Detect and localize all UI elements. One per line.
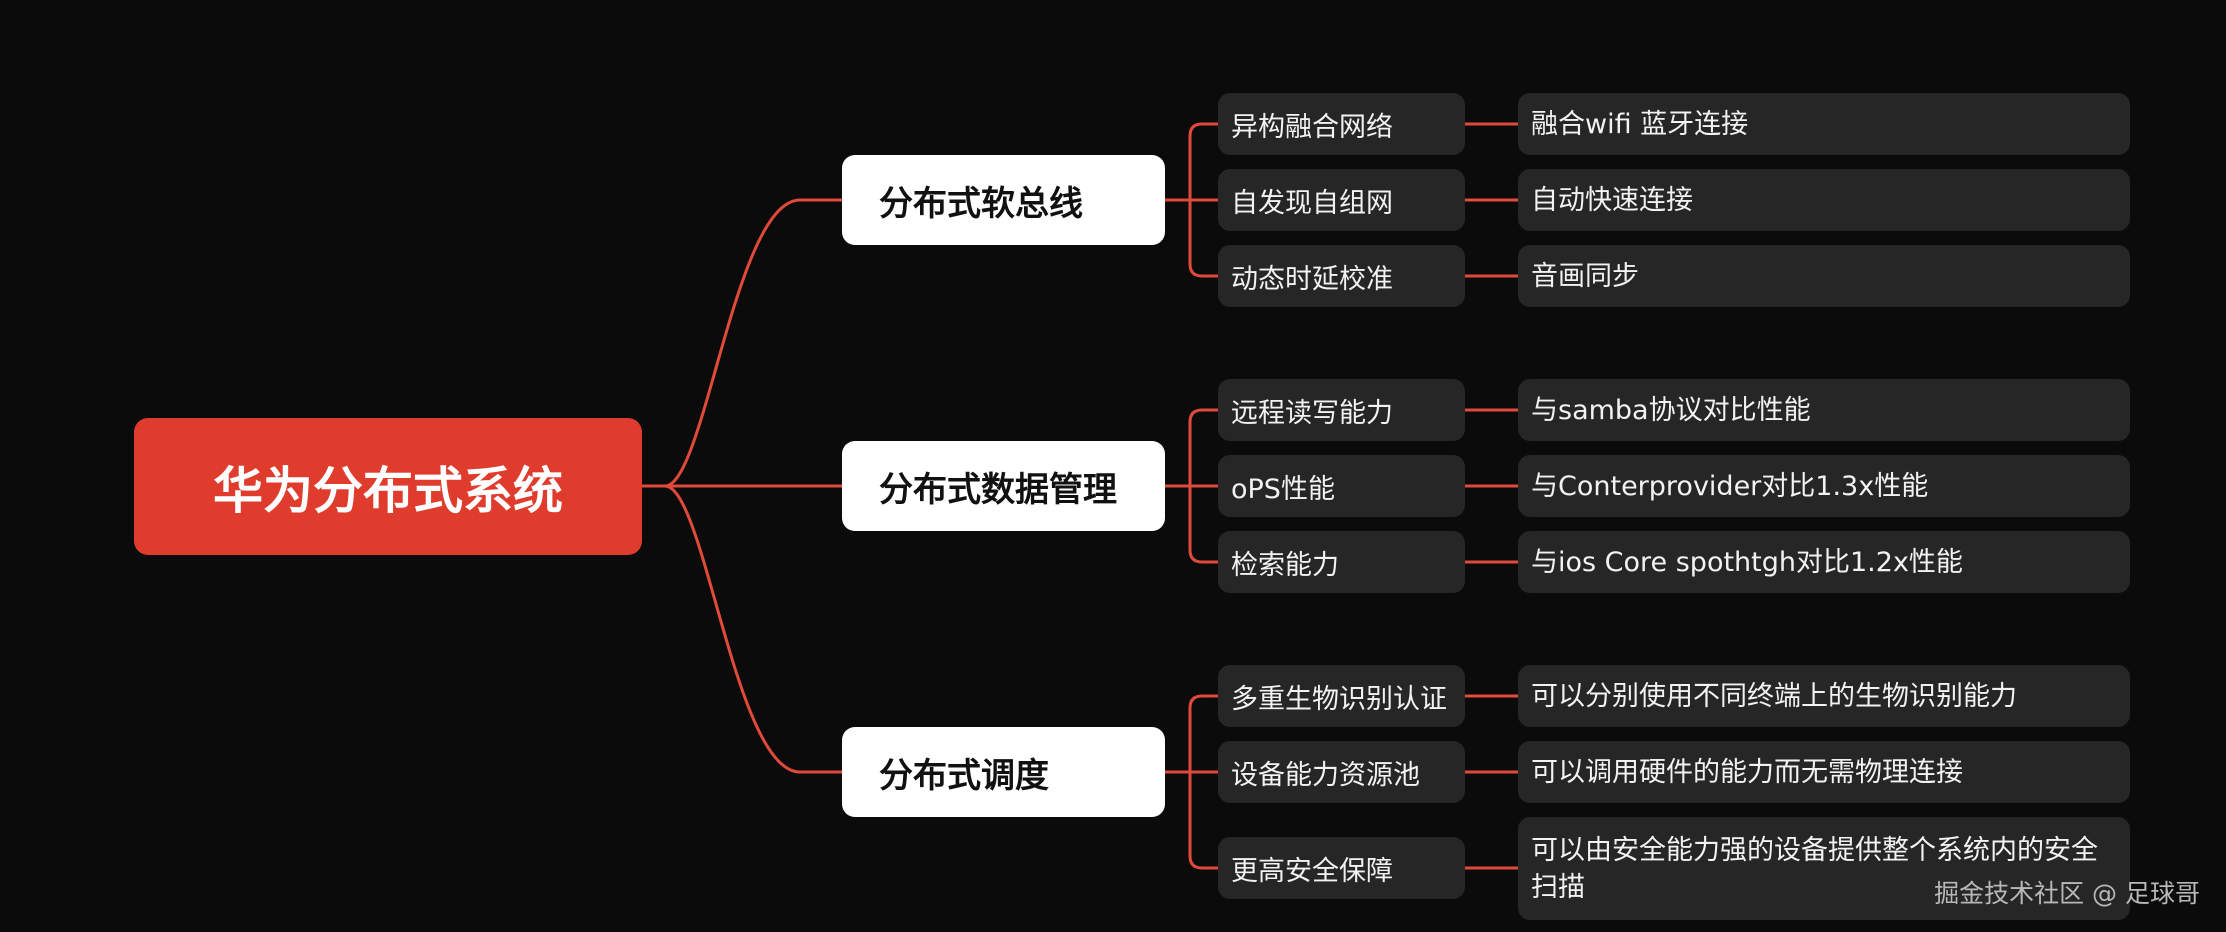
detail-label: 与samba协议对比性能 [1531,394,1811,426]
watermark-text: 掘金技术社区 @ 足球哥 [1934,879,2200,908]
leaf-node[interactable]: 自发现自组网 [1218,169,1465,231]
detail-label: 与Conterprovider对比1.3x性能 [1531,470,1929,502]
detail-label: 融合wifi 蓝牙连接 [1531,108,1749,140]
detail-node[interactable]: 与Conterprovider对比1.3x性能 [1518,455,2130,517]
leaf-node[interactable]: 设备能力资源池 [1218,741,1465,803]
detail-node[interactable]: 与ios Core spothtgh对比1.2x性能 [1518,531,2130,593]
connector-branch2-spine [1163,408,1220,564]
detail-label: 可以调用硬件的能力而无需物理连接 [1531,756,1963,788]
branch-node-data-management[interactable]: 分布式数据管理 [842,441,1165,531]
leaf-node[interactable]: 动态时延校准 [1218,245,1465,307]
leaf-label: 异构融合网络 [1231,111,1393,143]
root-label: 华为分布式系统 [213,461,563,520]
branch-label: 分布式数据管理 [879,469,1117,510]
leaf-node[interactable]: 异构融合网络 [1218,93,1465,155]
leaf-label: 远程读写能力 [1231,397,1393,429]
connector-root-branch-3 [640,484,844,774]
detail-node[interactable]: 可以由安全能力强的设备提供整个系统内的安全扫描 [1518,817,2130,920]
detail-node[interactable]: 自动快速连接 [1518,169,2130,231]
branch-label: 分布式调度 [879,755,1049,796]
leaf-node[interactable]: 远程读写能力 [1218,379,1465,441]
detail-label: 音画同步 [1531,260,1639,292]
detail-label: 与ios Core spothtgh对比1.2x性能 [1531,546,1963,578]
branch-node-scheduling[interactable]: 分布式调度 [842,727,1165,817]
connector-branch3-spine [1163,694,1220,870]
detail-node[interactable]: 音画同步 [1518,245,2130,307]
connector-root-branch-1 [640,198,844,488]
leaf-node[interactable]: oPS性能 [1218,455,1465,517]
detail-node[interactable]: 可以调用硬件的能力而无需物理连接 [1518,741,2130,803]
detail-node[interactable]: 融合wifi 蓝牙连接 [1518,93,2130,155]
leaf-label: 设备能力资源池 [1231,759,1420,791]
detail-label: 可以由安全能力强的设备提供整个系统内的安全扫描 [1531,834,2098,903]
root-node[interactable]: 华为分布式系统 [134,418,642,555]
connector-branch1-spine [1163,122,1220,278]
branch-node-soft-bus[interactable]: 分布式软总线 [842,155,1165,245]
leaf-label: 自发现自组网 [1231,187,1393,219]
detail-label: 可以分别使用不同终端上的生物识别能力 [1531,680,2017,712]
leaf-label: 检索能力 [1231,549,1339,581]
leaf-node[interactable]: 检索能力 [1218,531,1465,593]
leaf-label: oPS性能 [1231,473,1335,505]
detail-node[interactable]: 与samba协议对比性能 [1518,379,2130,441]
leaf-label: 更高安全保障 [1231,855,1393,887]
leaf-label: 动态时延校准 [1231,263,1393,295]
detail-label: 自动快速连接 [1531,184,1693,216]
branch-label: 分布式软总线 [879,183,1083,224]
detail-node[interactable]: 可以分别使用不同终端上的生物识别能力 [1518,665,2130,727]
leaf-node[interactable]: 更高安全保障 [1218,837,1465,899]
leaf-node[interactable]: 多重生物识别认证 [1218,665,1465,727]
leaf-label: 多重生物识别认证 [1231,683,1447,715]
